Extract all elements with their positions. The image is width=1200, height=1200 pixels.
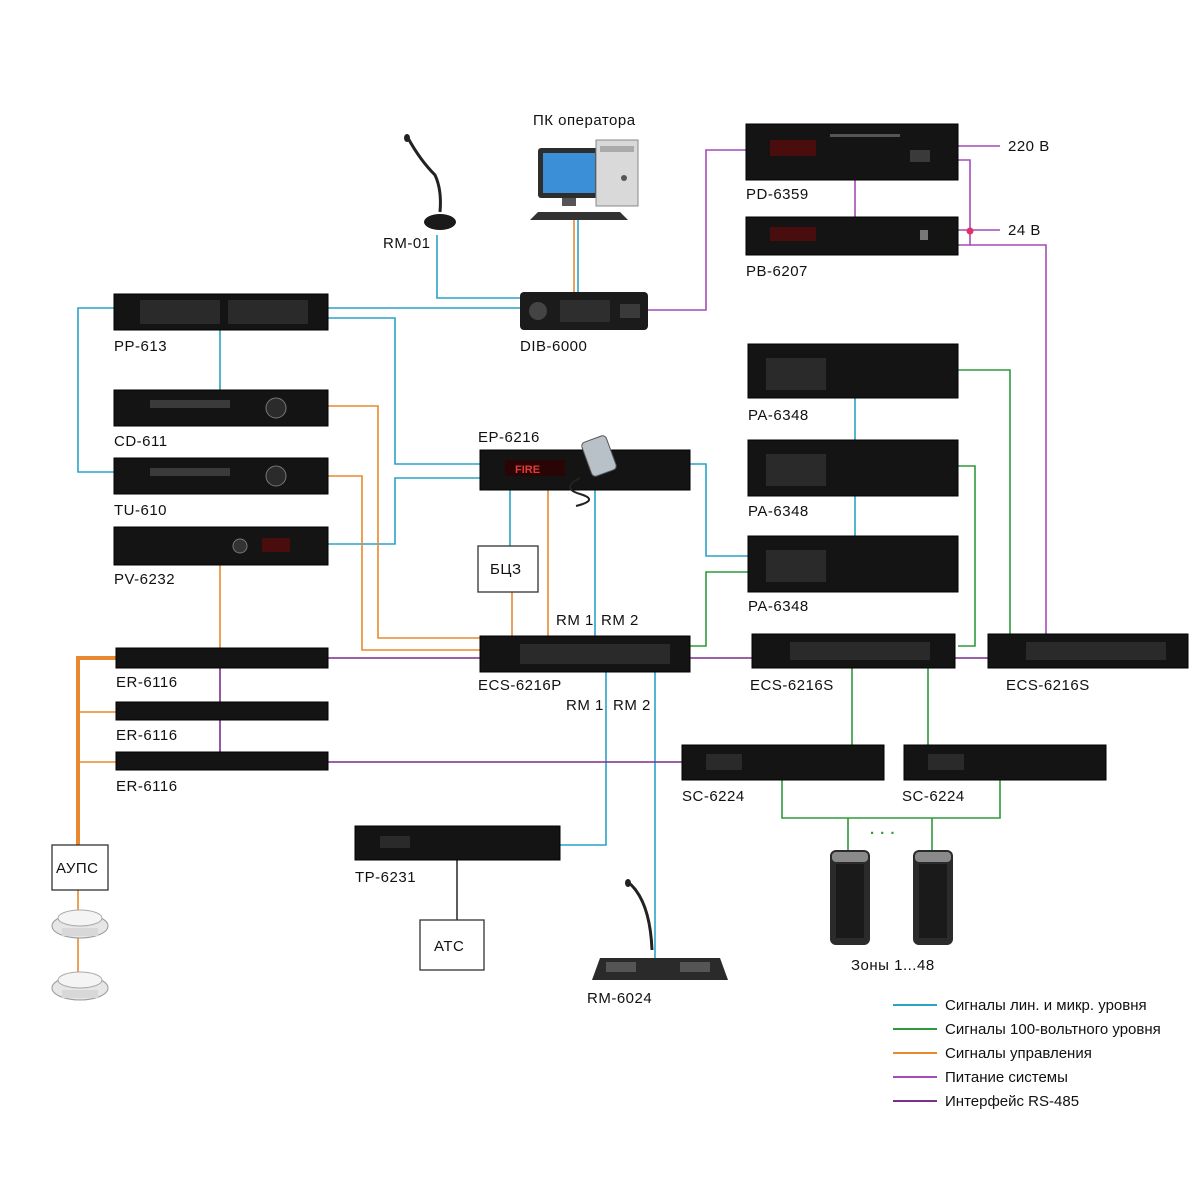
pa3-label: PA-6348 <box>748 598 809 615</box>
pd-6359-unit <box>745 123 959 181</box>
ep-6216-unit: FIRE <box>479 435 691 507</box>
legend-label: Питание системы <box>945 1069 1068 1086</box>
pp-label: PP-613 <box>114 338 167 355</box>
aups-label: АУПС <box>56 860 99 877</box>
rm6024-label: RM-6024 <box>587 990 652 1007</box>
ecss1-label: ECS-6216S <box>750 677 834 694</box>
wires-power <box>648 145 1047 636</box>
pa2-label: PA-6348 <box>748 503 809 520</box>
pa1-label: PA-6348 <box>748 407 809 424</box>
pv-6232-unit <box>113 526 329 566</box>
ecs-6216s-unit-2 <box>987 633 1189 669</box>
dib-6000-unit <box>520 292 648 330</box>
aups-box <box>51 844 109 891</box>
pa-6348-unit-2 <box>747 439 959 497</box>
tu-label: TU-610 <box>114 502 167 519</box>
legend-label: Сигналы управления <box>945 1045 1092 1062</box>
pb-label: PB-6207 <box>746 263 808 280</box>
ecs-6216s-unit-1 <box>751 633 956 669</box>
fire-label: FIRE <box>515 464 540 476</box>
speaker-icon <box>913 850 953 945</box>
rm2-top-label: RM 2 <box>601 612 639 629</box>
ecs-6216p-unit <box>479 635 691 673</box>
legend-label: Сигналы 100-вольтного уровня <box>945 1021 1161 1038</box>
pp-613-unit <box>113 293 329 331</box>
bcz-box <box>477 545 539 593</box>
wires-signal <box>77 215 856 965</box>
cd-611-unit <box>113 389 329 427</box>
sc-6224-unit-2 <box>903 744 1107 781</box>
wires-control <box>76 215 575 980</box>
ecsp-label: ECS-6216P <box>478 677 562 694</box>
er-6116-unit-1 <box>115 647 329 669</box>
pb-6207-unit <box>745 216 959 256</box>
pv-label: PV-6232 <box>114 571 175 588</box>
dib-label: DIB-6000 <box>520 338 587 355</box>
pc-icon <box>530 139 639 220</box>
sc2-label: SC-6224 <box>902 788 965 805</box>
pc-label: ПК оператора <box>533 112 636 129</box>
ats-box <box>419 919 485 971</box>
sc-6224-unit-1 <box>681 744 885 781</box>
tp-label: TP-6231 <box>355 869 416 886</box>
tu-610-unit <box>113 457 329 495</box>
v24-label: 24 В <box>1008 222 1041 239</box>
bcz-label: БЦЗ <box>490 561 522 578</box>
er2-label: ER-6116 <box>116 727 178 744</box>
zones-ellipsis: · · · <box>870 825 896 842</box>
ep-label: EP-6216 <box>478 429 540 446</box>
cd-label: CD-611 <box>114 433 168 450</box>
rm1-bottom-label: RM 1 <box>566 697 604 714</box>
er-6116-unit-3 <box>115 751 329 771</box>
rm01-microphone-icon <box>404 134 456 230</box>
legend: Сигналы лин. и микр. уровня Сигналы 100-… <box>893 997 1161 1110</box>
zones-label: Зоны 1...48 <box>851 957 935 974</box>
ats-label: АТС <box>434 938 464 955</box>
speaker-icon <box>830 850 870 945</box>
smoke-detector-icon <box>51 971 109 1001</box>
v220-label: 220 В <box>1008 138 1050 155</box>
pd-label: PD-6359 <box>746 186 809 203</box>
smoke-detector-icon <box>51 909 109 939</box>
rm-6024-console-icon <box>592 879 728 980</box>
legend-label: Сигналы лин. и микр. уровня <box>945 997 1147 1014</box>
legend-label: Интерфейс RS-485 <box>945 1093 1079 1110</box>
tp-6231-unit <box>354 825 561 861</box>
pa-6348-unit-3 <box>747 535 959 593</box>
wires-100v <box>690 369 1011 850</box>
er3-label: ER-6116 <box>116 778 178 795</box>
rm2-bottom-label: RM 2 <box>613 697 651 714</box>
rm1-top-label: RM 1 <box>556 612 594 629</box>
er1-label: ER-6116 <box>116 674 178 691</box>
ecss2-label: ECS-6216S <box>1006 677 1090 694</box>
rm01-label: RM-01 <box>383 235 431 252</box>
sc1-label: SC-6224 <box>682 788 745 805</box>
er-6116-unit-2 <box>115 701 329 721</box>
pa-6348-unit-1 <box>747 343 959 399</box>
